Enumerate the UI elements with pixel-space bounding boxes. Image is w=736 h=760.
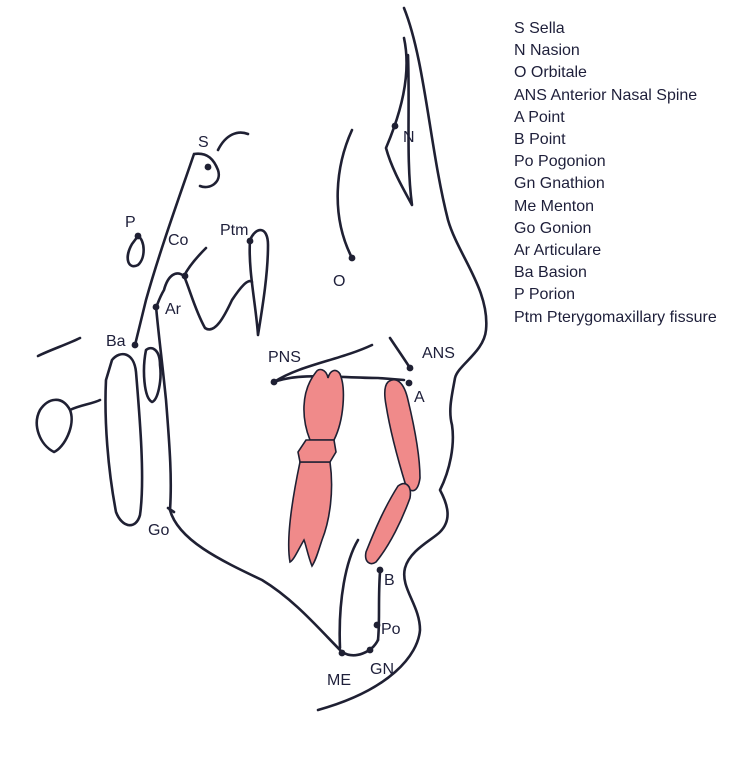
mandible-border xyxy=(170,510,378,655)
legend-item: N Nasion xyxy=(514,40,730,62)
sella-point xyxy=(205,164,212,171)
legend-item: P Porion xyxy=(514,284,730,306)
legend-item: Me Menton xyxy=(514,196,730,218)
label-ba: Ba xyxy=(106,333,126,350)
porion-outline xyxy=(128,236,144,266)
label-co: Co xyxy=(168,232,189,249)
legend-item: Go Gonion xyxy=(514,218,730,240)
vertebra-outline xyxy=(105,354,142,525)
soft-tissue-profile xyxy=(318,8,486,710)
ans-point xyxy=(407,365,414,372)
label-ar: Ar xyxy=(165,301,182,318)
condylion-point xyxy=(182,273,189,280)
label-a: A xyxy=(414,389,425,406)
a-point xyxy=(406,380,413,387)
nasal-bone xyxy=(386,38,412,205)
legend-item: A Point xyxy=(514,107,730,129)
label-n: N xyxy=(403,129,415,146)
legend-item: Ar Articulare xyxy=(514,240,730,262)
legend-item: Ba Basion xyxy=(514,262,730,284)
label-ptm: Ptm xyxy=(220,222,248,239)
label-b: B xyxy=(384,572,395,589)
label-o: O xyxy=(333,273,345,290)
label-ans: ANS xyxy=(422,345,455,362)
nasion-point xyxy=(392,123,399,130)
articulare-point xyxy=(153,304,160,311)
orbit-outline xyxy=(338,130,352,258)
menton-point xyxy=(339,650,346,657)
landmark-legend: S Sella N Nasion O Orbitale ANS Anterior… xyxy=(514,18,730,329)
label-s: S xyxy=(198,134,209,151)
molar-contact xyxy=(298,440,336,462)
dens-outline xyxy=(144,348,161,402)
label-p: P xyxy=(125,214,136,231)
legend-item: Po Pogonion xyxy=(514,151,730,173)
legend-item: S Sella xyxy=(514,18,730,40)
b-point xyxy=(377,567,384,574)
label-po: Po xyxy=(381,621,401,638)
sigmoid-notch xyxy=(184,276,252,329)
pogonion-point xyxy=(374,622,381,629)
gonion-tick xyxy=(168,508,174,512)
pterygomaxillary-fissure xyxy=(250,230,268,335)
orbitale-point xyxy=(349,255,356,262)
basion-point xyxy=(132,342,139,349)
occipital-outline xyxy=(37,338,100,452)
ans-curve xyxy=(390,338,410,368)
condyle-ramus xyxy=(156,248,206,510)
label-gn: GN xyxy=(370,661,394,678)
legend-item: B Point xyxy=(514,129,730,151)
upper-molar xyxy=(304,370,343,440)
pns-point xyxy=(271,379,278,386)
legend-item: O Orbitale xyxy=(514,62,730,84)
lower-molar xyxy=(289,462,332,566)
legend-item: Gn Gnathion xyxy=(514,173,730,195)
label-go: Go xyxy=(148,522,169,539)
legend-item: Ptm Pterygomaxillary fissure xyxy=(514,307,730,329)
lower-incisor xyxy=(366,484,411,564)
label-pns: PNS xyxy=(268,349,301,366)
legend-item: ANS Anterior Nasal Spine xyxy=(514,85,730,107)
gnathion-point xyxy=(367,647,374,654)
label-me: ME xyxy=(327,672,351,689)
porion-point xyxy=(135,233,142,240)
